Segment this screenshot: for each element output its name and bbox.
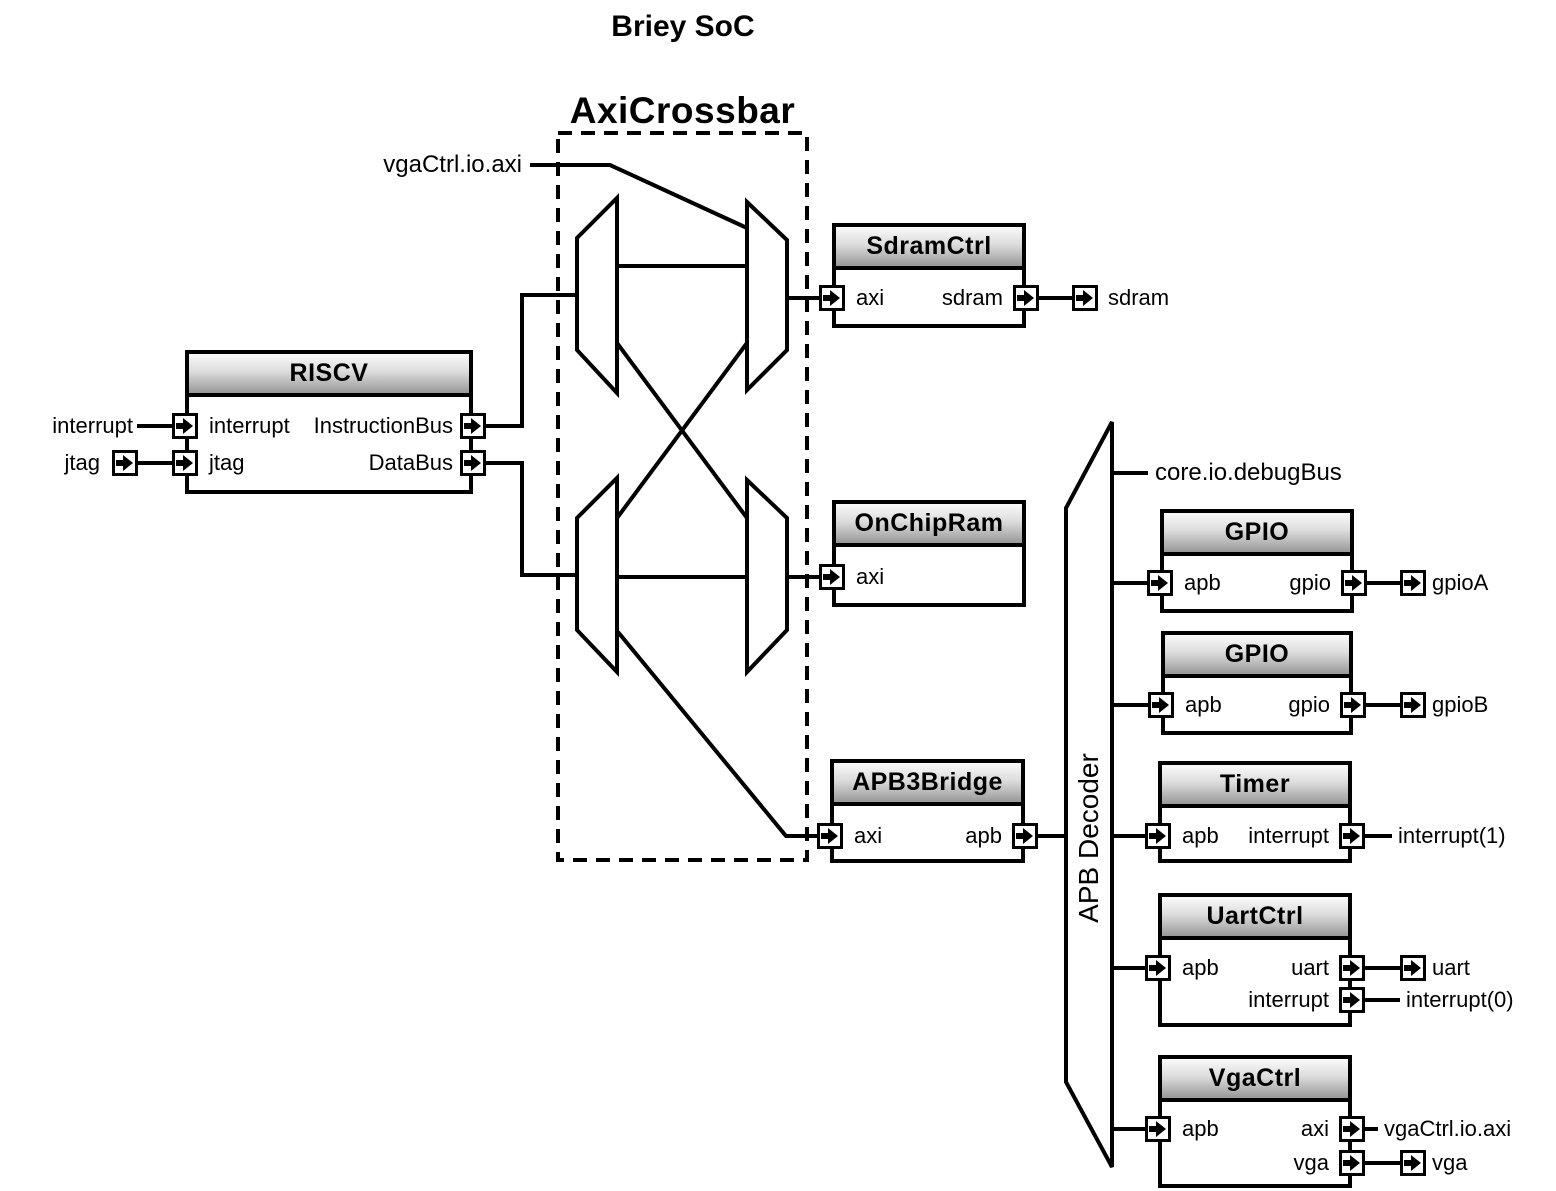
apb-decoder-label: APB Decoder xyxy=(1073,753,1104,923)
riscv-jtag-port-icon xyxy=(172,450,198,476)
gpiob-external-icon xyxy=(1400,692,1426,718)
apb-decoder-shape xyxy=(1064,421,1114,1168)
sdramctrl-block: SdramCtrl xyxy=(832,223,1026,328)
onchipram-title: OnChipRam xyxy=(836,504,1022,547)
gpiob-port-apb: apb xyxy=(1185,692,1222,717)
vgactrl-port-axi: axi xyxy=(1300,1116,1329,1141)
sdram-ext-label: sdram xyxy=(1108,285,1170,310)
vga-ext-label: vga xyxy=(1432,1150,1468,1175)
jtag-external-icon xyxy=(112,450,138,476)
timer-apb-port-icon xyxy=(1145,823,1171,849)
apb3bridge-title: APB3Bridge xyxy=(834,763,1021,806)
demux-bottom-shape xyxy=(575,473,619,677)
axicrossbar-title: AxiCrossbar xyxy=(569,90,796,131)
axicrossbar-boundary xyxy=(556,131,809,862)
sdram-external-icon xyxy=(1072,285,1098,311)
sdramctrl-port-sdram: sdram xyxy=(941,285,1003,310)
interrupt0-ext-label: interrupt(0) xyxy=(1406,987,1514,1012)
jtag-in-label: jtag xyxy=(64,450,100,475)
uart-ext-label: uart xyxy=(1432,955,1470,980)
onchipram-port-axi: axi xyxy=(856,564,885,589)
wire-instruction-bus xyxy=(473,293,577,428)
apb3bridge-port-apb: apb xyxy=(965,823,1002,848)
wire-vgactrl-axi-in xyxy=(530,163,748,230)
vgactrl-vga-port-icon xyxy=(1339,1150,1365,1176)
gpiob-apb-port-icon xyxy=(1148,692,1174,718)
apb3bridge-port-axi: axi xyxy=(854,823,883,848)
vgactrl-axi-port-icon xyxy=(1339,1116,1365,1142)
wire-to-apb3bridge xyxy=(616,630,830,838)
wire-xbar-cross-b xyxy=(615,341,749,520)
gpioa-gpio-port-icon xyxy=(1341,570,1367,596)
riscv-databus-port-icon xyxy=(460,450,486,476)
onchipram-block: OnChipRam xyxy=(832,500,1026,607)
vga-external-icon xyxy=(1400,1150,1426,1176)
gpioa-ext-label: gpioA xyxy=(1432,570,1489,595)
gpiob-ext-label: gpioB xyxy=(1432,692,1489,717)
uartctrl-interrupt-port-icon xyxy=(1339,987,1365,1013)
vgactrl-apb-port-icon xyxy=(1145,1116,1171,1142)
vgactrl-port-vga: vga xyxy=(1293,1150,1329,1175)
uartctrl-port-uart: uart xyxy=(1291,955,1329,980)
gpiob-gpio-port-icon xyxy=(1340,692,1366,718)
timer-block: Timer xyxy=(1158,761,1352,863)
sdramctrl-port-axi: axi xyxy=(856,285,885,310)
timer-port-interrupt: interrupt xyxy=(1248,823,1329,848)
debugbus-label: core.io.debugBus xyxy=(1155,459,1342,486)
timer-port-apb: apb xyxy=(1182,823,1219,848)
wire-data-bus xyxy=(473,461,577,577)
vgactrl-axi-top-label: vgaCtrl.io.axi xyxy=(383,151,522,178)
gpiob-block: GPIO xyxy=(1161,631,1353,735)
uartctrl-uart-port-icon xyxy=(1339,955,1365,981)
sdramctrl-axi-port-icon xyxy=(819,285,845,311)
mux-top-shape xyxy=(745,197,789,395)
sdramctrl-sdram-port-icon xyxy=(1013,285,1039,311)
onchipram-axi-port-icon xyxy=(819,564,845,590)
riscv-instructionbus-port-icon xyxy=(460,413,486,439)
uart-external-icon xyxy=(1400,955,1426,981)
uartctrl-block: UartCtrl xyxy=(1158,893,1352,1027)
vgactrl-port-apb: apb xyxy=(1182,1116,1219,1141)
riscv-port-interrupt: interrupt xyxy=(209,413,290,438)
gpioa-port-apb: apb xyxy=(1184,570,1221,595)
riscv-port-jtag: jtag xyxy=(209,450,245,475)
gpioa-block: GPIO xyxy=(1160,509,1354,613)
uartctrl-title: UartCtrl xyxy=(1162,897,1348,940)
mux-bottom-shape xyxy=(745,475,789,677)
timer-interrupt-port-icon xyxy=(1339,823,1365,849)
vgactrl-title: VgaCtrl xyxy=(1162,1059,1348,1102)
gpiob-title: GPIO xyxy=(1165,635,1349,678)
interrupt-in-label: interrupt xyxy=(52,413,133,438)
riscv-title: RISCV xyxy=(189,354,469,397)
gpioa-external-icon xyxy=(1400,570,1426,596)
riscv-port-databus: DataBus xyxy=(368,450,453,475)
riscv-port-instructionbus: InstructionBus xyxy=(313,413,453,438)
uartctrl-port-interrupt: interrupt xyxy=(1248,987,1329,1012)
uartctrl-apb-port-icon xyxy=(1145,955,1171,981)
gpiob-port-gpio: gpio xyxy=(1288,692,1330,717)
apb3bridge-apb-port-icon xyxy=(1012,823,1038,849)
riscv-block: RISCV xyxy=(185,350,473,494)
interrupt1-ext-label: interrupt(1) xyxy=(1398,823,1506,848)
uartctrl-port-apb: apb xyxy=(1182,955,1219,980)
sdramctrl-title: SdramCtrl xyxy=(836,227,1022,270)
gpioa-title: GPIO xyxy=(1164,513,1350,556)
riscv-interrupt-port-icon xyxy=(172,413,198,439)
timer-title: Timer xyxy=(1162,765,1348,808)
gpioa-apb-port-icon xyxy=(1147,570,1173,596)
apb3bridge-block: APB3Bridge xyxy=(830,759,1025,863)
vgactrl-block: VgaCtrl xyxy=(1158,1055,1352,1188)
demux-top-shape xyxy=(575,193,619,399)
gpioa-port-gpio: gpio xyxy=(1289,570,1331,595)
page-title: Briey SoC xyxy=(611,10,755,43)
vgactrl-axi-out-label: vgaCtrl.io.axi xyxy=(1384,1116,1512,1141)
apb3bridge-axi-port-icon xyxy=(817,823,843,849)
